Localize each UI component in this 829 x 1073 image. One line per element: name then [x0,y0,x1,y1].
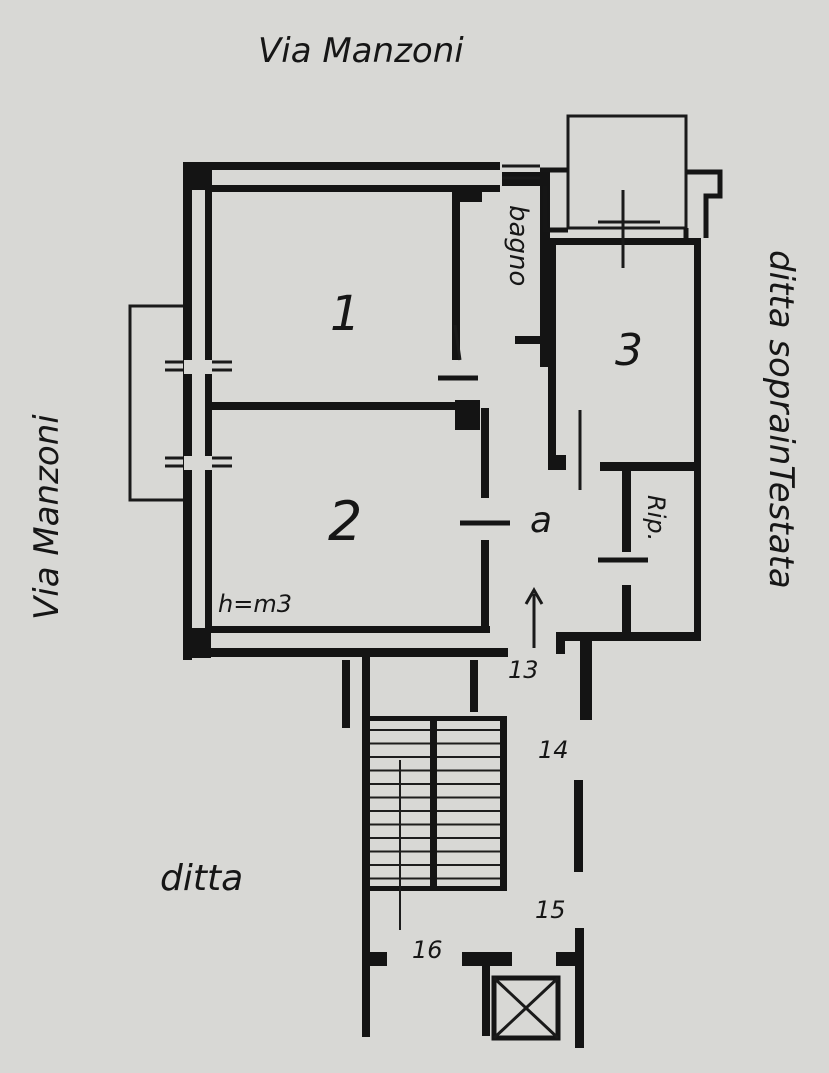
ripostiglio-label: Rip. [642,495,670,541]
annex-box [502,114,723,238]
kitchen-walls [548,190,701,720]
lift-shaft-icon [491,975,561,1041]
stairwell [342,652,584,1048]
stair-steps [370,729,500,930]
entrance-label: a [530,500,552,541]
street-label-left: Via Manzoni [27,414,67,620]
height-label: h=m3 [218,590,292,618]
bagno-label: bagno [503,205,533,286]
room-label-1: 1 [330,286,361,342]
step-label-13: 13 [508,656,539,684]
step-label-16: 16 [412,936,443,964]
step-label-15: 15 [535,896,566,924]
room-label-3: 3 [615,325,643,376]
street-label-top: Via Manzoni [258,31,464,71]
outer-walls [183,162,508,660]
neighbor-label-right: ditta soprainTestata [761,250,801,589]
neighbor-label-bottom: ditta [160,858,243,899]
step-label-14: 14 [538,736,569,764]
entrance-arrow [524,586,544,648]
room-label-2: 2 [328,490,362,553]
interior-walls [212,172,582,632]
